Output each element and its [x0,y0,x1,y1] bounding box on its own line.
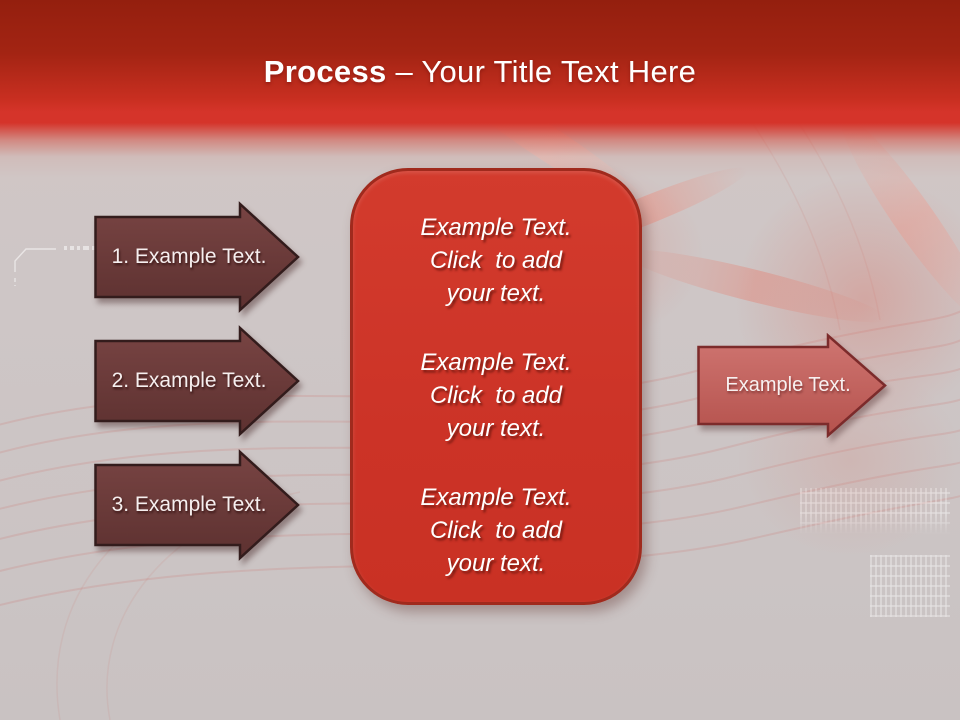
right-arrow-shape-icon [94,449,300,561]
panel-line: Click to add [429,247,563,274]
right-arrow-shape-icon [697,333,887,438]
panel-line: your text. [446,415,546,442]
slide-title-keyword: Process [263,54,387,89]
output-arrow[interactable]: Example Text. [697,333,887,438]
panel-paragraph: Example Text. Click to add your text. [353,346,639,445]
slide-title: Process – Your Title Text Here [0,54,960,90]
step-arrow-1[interactable]: 1. Example Text. [94,201,301,313]
step-arrow-2[interactable]: 2. Example Text. [94,325,301,437]
digital-noise-decoration [870,555,950,617]
circuit-line-decoration [14,248,56,286]
panel-line: Click to add [429,517,563,544]
panel-line: your text. [446,550,546,577]
panel-paragraph: Example Text. Click to add your text. [353,481,639,580]
step-label: 2. Example Text. [111,369,267,392]
panel-line: Click to add [429,382,563,409]
digital-noise-decoration [800,488,950,534]
center-text-panel[interactable]: Example Text. Click to add your text. Ex… [350,168,642,605]
right-arrow-shape-icon [94,201,300,313]
panel-line: your text. [446,280,546,307]
splash-streak-decoration [620,237,890,335]
panel-line: Example Text. [420,484,572,511]
panel-line: Example Text. [420,214,572,241]
panel-paragraph: Example Text. Click to add your text. [353,211,639,310]
slide-title-rest: – Your Title Text Here [395,54,697,89]
right-arrow-shape-icon [94,325,300,437]
step-arrow-3[interactable]: 3. Example Text. [94,449,301,561]
panel-line: Example Text. [420,349,572,376]
step-label: 3. Example Text. [111,493,267,516]
step-label: 1. Example Text. [111,245,267,268]
output-arrow-label: Example Text. [725,374,851,396]
